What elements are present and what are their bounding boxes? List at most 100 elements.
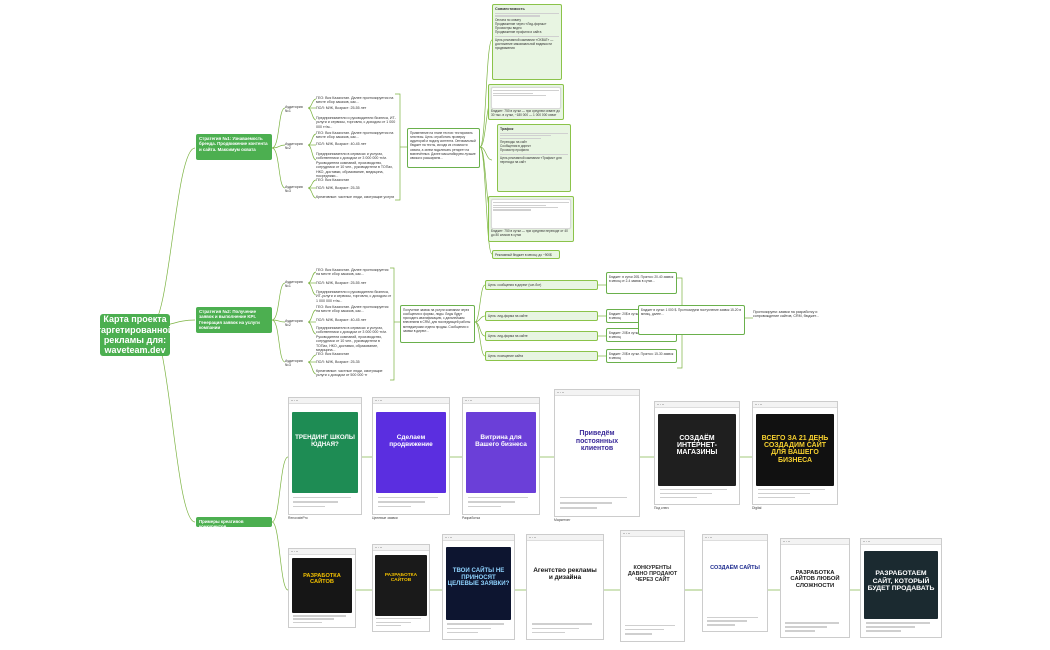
audience-1-label[interactable]: Аудитория №1 xyxy=(285,105,303,114)
caption-line xyxy=(660,488,728,491)
caption-line xyxy=(785,630,815,632)
ads_row1-creative-6[interactable]: ВСЕГО ЗА 21 ДЕНЬ СОЗДАДИМ САЙТ ДЛЯ ВАШЕГ… xyxy=(752,401,838,505)
audience-5-label[interactable]: Аудитория №2 xyxy=(285,319,303,328)
browser-bar xyxy=(781,539,849,545)
goal-site-visit[interactable]: Цель: посещение сайта xyxy=(485,351,598,361)
note-strategy-1[interactable]: Применение на этапе тестов: тестировать … xyxy=(407,128,480,168)
ads_row2-creative-1[interactable]: РАЗРАБОТКА САЙТОВ xyxy=(288,548,356,628)
caption-line xyxy=(293,505,325,508)
caption-line xyxy=(447,623,505,625)
age-5: ПОЛ: М/Ж, Возраст: 40-45 лет xyxy=(316,318,367,322)
caption-line xyxy=(785,622,840,624)
caption-line xyxy=(706,624,735,626)
card-reach[interactable]: Совместимость Оплата по охвату Продвижен… xyxy=(492,4,562,80)
note-strategy-2[interactable]: Получение заявок на услуги компании чере… xyxy=(400,305,475,343)
ads_row1-creative-5[interactable]: СОЗДАЁМ ИНТЕРНЕТ-МАГАЗИНЫ xyxy=(654,401,740,505)
audience-2-label[interactable]: Аудитория №2 xyxy=(285,142,303,151)
interest-3: Креативные: частные люди, смотрящие услу… xyxy=(316,195,395,199)
caption-line xyxy=(531,627,579,629)
creative-headline: СОЗДАЁМ ИНТЕРНЕТ-МАГАЗИНЫ xyxy=(676,434,718,457)
browser-bar xyxy=(289,549,355,555)
creative-headline: РАЗРАБОТКА САЙТОВ ЛЮБОЙ СЛОЖНОСТИ xyxy=(790,570,840,589)
card-traffic-option-2: Сообщения в директ xyxy=(500,144,531,149)
creative-artwork xyxy=(530,547,600,621)
creative-headline: РАЗРАБОТАЕМ САЙТ, КОТОРЫЙ БУДЕТ ПРОДАВАТ… xyxy=(867,570,935,592)
ads_row2-creative-6[interactable]: СОЗДАЁМ САЙТЫ xyxy=(702,534,768,632)
age-2: ПОЛ: М/Ж, Возраст: 40-45 лет xyxy=(316,142,367,146)
audience-6-label[interactable]: Аудитория №3 xyxy=(285,359,303,368)
creative-headline: Приведём постоянных клиентов xyxy=(575,430,619,452)
audience-4-label[interactable]: Аудитория №1 xyxy=(285,280,303,289)
interest-4: Предприниматели и руководители бизнеса, … xyxy=(316,290,392,303)
creative-artwork xyxy=(558,405,636,494)
geo-4: ГЕО: Вся Казахстан. Далее прогнозируется… xyxy=(316,268,389,277)
ads_row1-creative-3[interactable]: Витрина для Вашего бизнеса xyxy=(462,397,540,515)
age-1: ПОЛ: М/Ж, Возраст: 25-55 лет xyxy=(316,106,367,110)
browser-bar xyxy=(621,531,684,537)
browser-bar xyxy=(373,545,429,551)
card-reach-option-1: Оплата по охвату xyxy=(495,17,522,22)
goal-4-budget[interactable]: Бюджет: 20$ в сутки. Прогноз: 15-30 заяв… xyxy=(606,349,677,363)
geo-2: ГЕО: Вся Казахстан. Далее прогнозируется… xyxy=(316,131,394,140)
branch-competitor-ads[interactable]: Примеры креативов конкурентов xyxy=(196,517,272,527)
ads_row2-creative-7[interactable]: РАЗРАБОТКА САЙТОВ ЛЮБОЙ СЛОЖНОСТИ xyxy=(780,538,850,638)
caption-line xyxy=(531,631,565,634)
creative-headline: ВСЕГО ЗА 21 ДЕНЬ СОЗДАДИМ САЙТ ДЛЯ ВАШЕГ… xyxy=(761,434,829,464)
card-traffic-budget[interactable]: Бюджет: 750 в сутки — при среднем перехо… xyxy=(488,196,574,242)
interest-6: Креативные: частные люди, смотрящие услу… xyxy=(316,369,383,378)
ads-manager-screenshot xyxy=(491,87,561,109)
creative-headline: ТВОИ САЙТЫ НЕ ПРИНОСЯТ ЦЕЛЕВЫЕ ЗАЯВКИ? xyxy=(447,567,510,588)
caption-line xyxy=(624,624,676,626)
caption-line xyxy=(706,620,747,622)
caption-line xyxy=(292,621,322,623)
caption-line xyxy=(706,616,759,618)
creative-artwork xyxy=(864,550,938,620)
creative-artwork xyxy=(756,414,834,486)
caption-line xyxy=(292,618,334,620)
ads_row1-creative-2[interactable]: Сделаем продвижение xyxy=(372,397,450,515)
creative-artwork xyxy=(376,411,446,494)
caption-line xyxy=(467,501,515,503)
ads_row2-creative-2[interactable]: РАЗРАБОТКА САЙТОВ xyxy=(372,544,430,632)
audience-3-label[interactable]: Аудитория №3 xyxy=(285,185,303,194)
ads_row1-creative-1[interactable]: ТРЕНДИНГ ШКОЛЫ ЮДНАЯ? xyxy=(288,397,362,515)
branch-strategy-2[interactable]: Стратегия №2: Получение заявок и выполне… xyxy=(196,307,272,333)
age-3: ПОЛ: М/Ж, Возраст: 25-35 xyxy=(316,186,360,190)
creative-caption: RenovatePro xyxy=(288,516,308,520)
browser-bar xyxy=(463,398,539,404)
goal-1-budget[interactable]: Бюджет: в сутки 20$. Прогноз: 20-40 заяв… xyxy=(606,272,677,294)
goal-lead-form-2[interactable]: Цель: лид-форма на сайте xyxy=(485,331,598,341)
card-reach-budget[interactable]: Бюджет: 750 в сутки — при среднем охвате… xyxy=(488,84,564,120)
ads_row1-creative-4[interactable]: Приведём постоянных клиентов xyxy=(554,389,640,517)
caption-line xyxy=(560,502,613,504)
goal-lead-form-1[interactable]: Цель: лид-форма на сайте xyxy=(485,311,598,321)
browser-bar xyxy=(443,535,514,541)
ads_row2-creative-4[interactable]: Агентство рекламы и дизайна xyxy=(526,534,604,640)
creative-artwork xyxy=(623,544,682,622)
goal-direct-messages[interactable]: Цель: сообщения в директ (чат-бот) xyxy=(485,280,598,290)
browser-bar xyxy=(753,402,837,408)
card-reach-option-4: Продвижение профиля и сайта xyxy=(495,30,542,35)
budget-summary[interactable]: Бюджет в сутки: 1 000 $. Прогнозируем по… xyxy=(638,305,745,335)
root-node[interactable]: Карта проекта таргетированной рекламы дл… xyxy=(100,314,170,356)
card-traffic-budget-text: Бюджет: 750 в сутки — при среднем перехо… xyxy=(491,229,568,238)
card-traffic-note: Цель рекламной кампании «Трафик» для пер… xyxy=(500,156,562,165)
browser-bar xyxy=(703,535,767,541)
browser-bar xyxy=(289,398,361,404)
creative-headline: СОЗДАЁМ САЙТЫ xyxy=(710,564,760,571)
creative-artwork xyxy=(705,546,765,614)
card-traffic[interactable]: Трафик Переходы на сайт Сообщения в дире… xyxy=(497,124,571,192)
card-monthly-budget[interactable]: Рекламный бюджет в месяц: до ~900$ xyxy=(492,250,560,259)
caption-line xyxy=(660,492,713,495)
geo-5: ГЕО: Вся Казахстан. Далее прогнозируется… xyxy=(316,305,389,314)
creative-artwork xyxy=(783,550,847,620)
geo-6: ГЕО: Вся Казахстан xyxy=(316,352,350,356)
caption-line xyxy=(293,496,351,498)
ads_row2-creative-8[interactable]: РАЗРАБОТАЕМ САЙТ, КОТОРЫЙ БУДЕТ ПРОДАВАТ… xyxy=(860,538,942,638)
ads_row2-creative-3[interactable]: ТВОИ САЙТЫ НЕ ПРИНОСЯТ ЦЕЛЕВЫЕ ЗАЯВКИ? xyxy=(442,534,515,640)
branch-strategy-1[interactable]: Стратегия №1: Узнаваемость бренда. Продв… xyxy=(196,134,272,160)
creative-caption: Маркетинг xyxy=(554,518,571,522)
ads_row2-creative-5[interactable]: КОНКУРЕНТЫ ДАВНО ПРОДАЮТ ЧЕРЕЗ САЙТ xyxy=(620,530,685,642)
branch-strategy-2-label: Стратегия №2: Получение заявок и выполне… xyxy=(199,309,260,330)
creative-caption: Целевые заявки xyxy=(372,516,398,520)
